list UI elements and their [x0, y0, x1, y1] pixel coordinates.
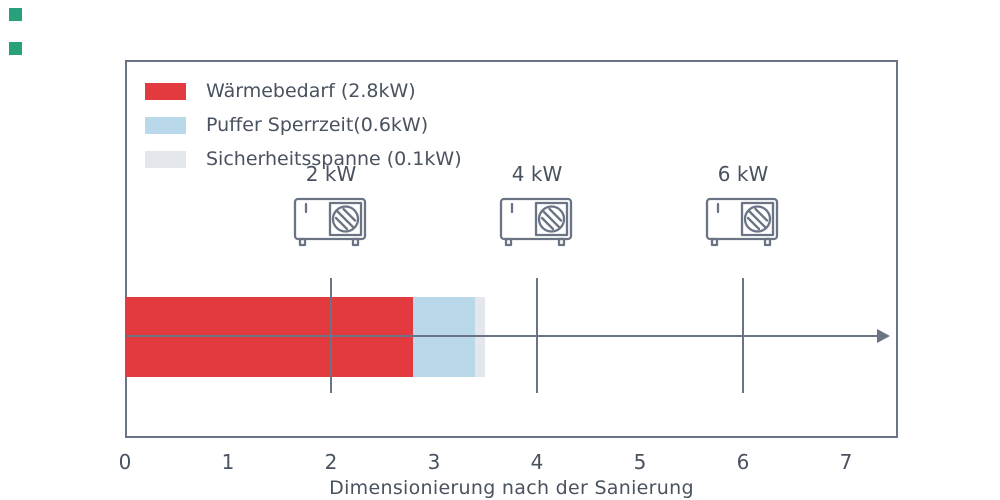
legend: Wärmebedarf (2.8kW) Puffer Sperrzeit(0.6k… [145, 74, 462, 176]
marker-line-6kw [742, 278, 744, 393]
x-tick-label-4: 4 [530, 450, 544, 474]
axis-arrow-icon [877, 329, 890, 343]
x-axis-line [125, 335, 880, 337]
legend-swatch-puffer-sperrzeit [145, 116, 186, 134]
heat-pump-icon [498, 192, 576, 250]
x-tick-label-0: 0 [118, 450, 132, 474]
legend-label-puffer-sperrzeit: Puffer Sperrzeit(0.6kW) [206, 114, 429, 136]
bar-segment-sicherheitsspanne [475, 297, 486, 377]
x-tick-label-5: 5 [633, 450, 647, 474]
legend-swatch-waermebedarf [145, 82, 186, 100]
x-tick-label-6: 6 [736, 450, 750, 474]
decorative-square-icon [9, 42, 22, 55]
plot-area-border [125, 60, 898, 438]
x-tick-label-2: 2 [324, 450, 338, 474]
decorative-square-icon [9, 8, 22, 21]
x-axis-title: Dimensionierung nach der Sanierung [329, 477, 694, 499]
legend-label-sicherheitsspanne: Sicherheitsspanne (0.1kW) [206, 148, 462, 170]
x-tick-label-1: 1 [221, 450, 235, 474]
legend-item-sicherheitsspanne: Sicherheitsspanne (0.1kW) [145, 142, 462, 176]
heat-pump-icon [704, 192, 782, 250]
legend-label-waermebedarf: Wärmebedarf (2.8kW) [206, 80, 416, 102]
legend-swatch-sicherheitsspanne [145, 150, 186, 168]
legend-item-puffer-sperrzeit: Puffer Sperrzeit(0.6kW) [145, 108, 462, 142]
bar-segment-waermebedarf [125, 297, 414, 377]
marker-label-4kw: 4 kW [511, 162, 563, 186]
marker-label-6kw: 6 kW [717, 162, 769, 186]
heat-pump-icon [292, 192, 370, 250]
marker-label-2kw: 2 kW [305, 162, 357, 186]
marker-line-4kw [536, 278, 538, 393]
bar-segment-puffer-sperrzeit [413, 297, 476, 377]
x-tick-label-7: 7 [839, 450, 853, 474]
legend-item-waermebedarf: Wärmebedarf (2.8kW) [145, 74, 462, 108]
x-tick-label-3: 3 [427, 450, 441, 474]
marker-line-2kw [330, 278, 332, 393]
